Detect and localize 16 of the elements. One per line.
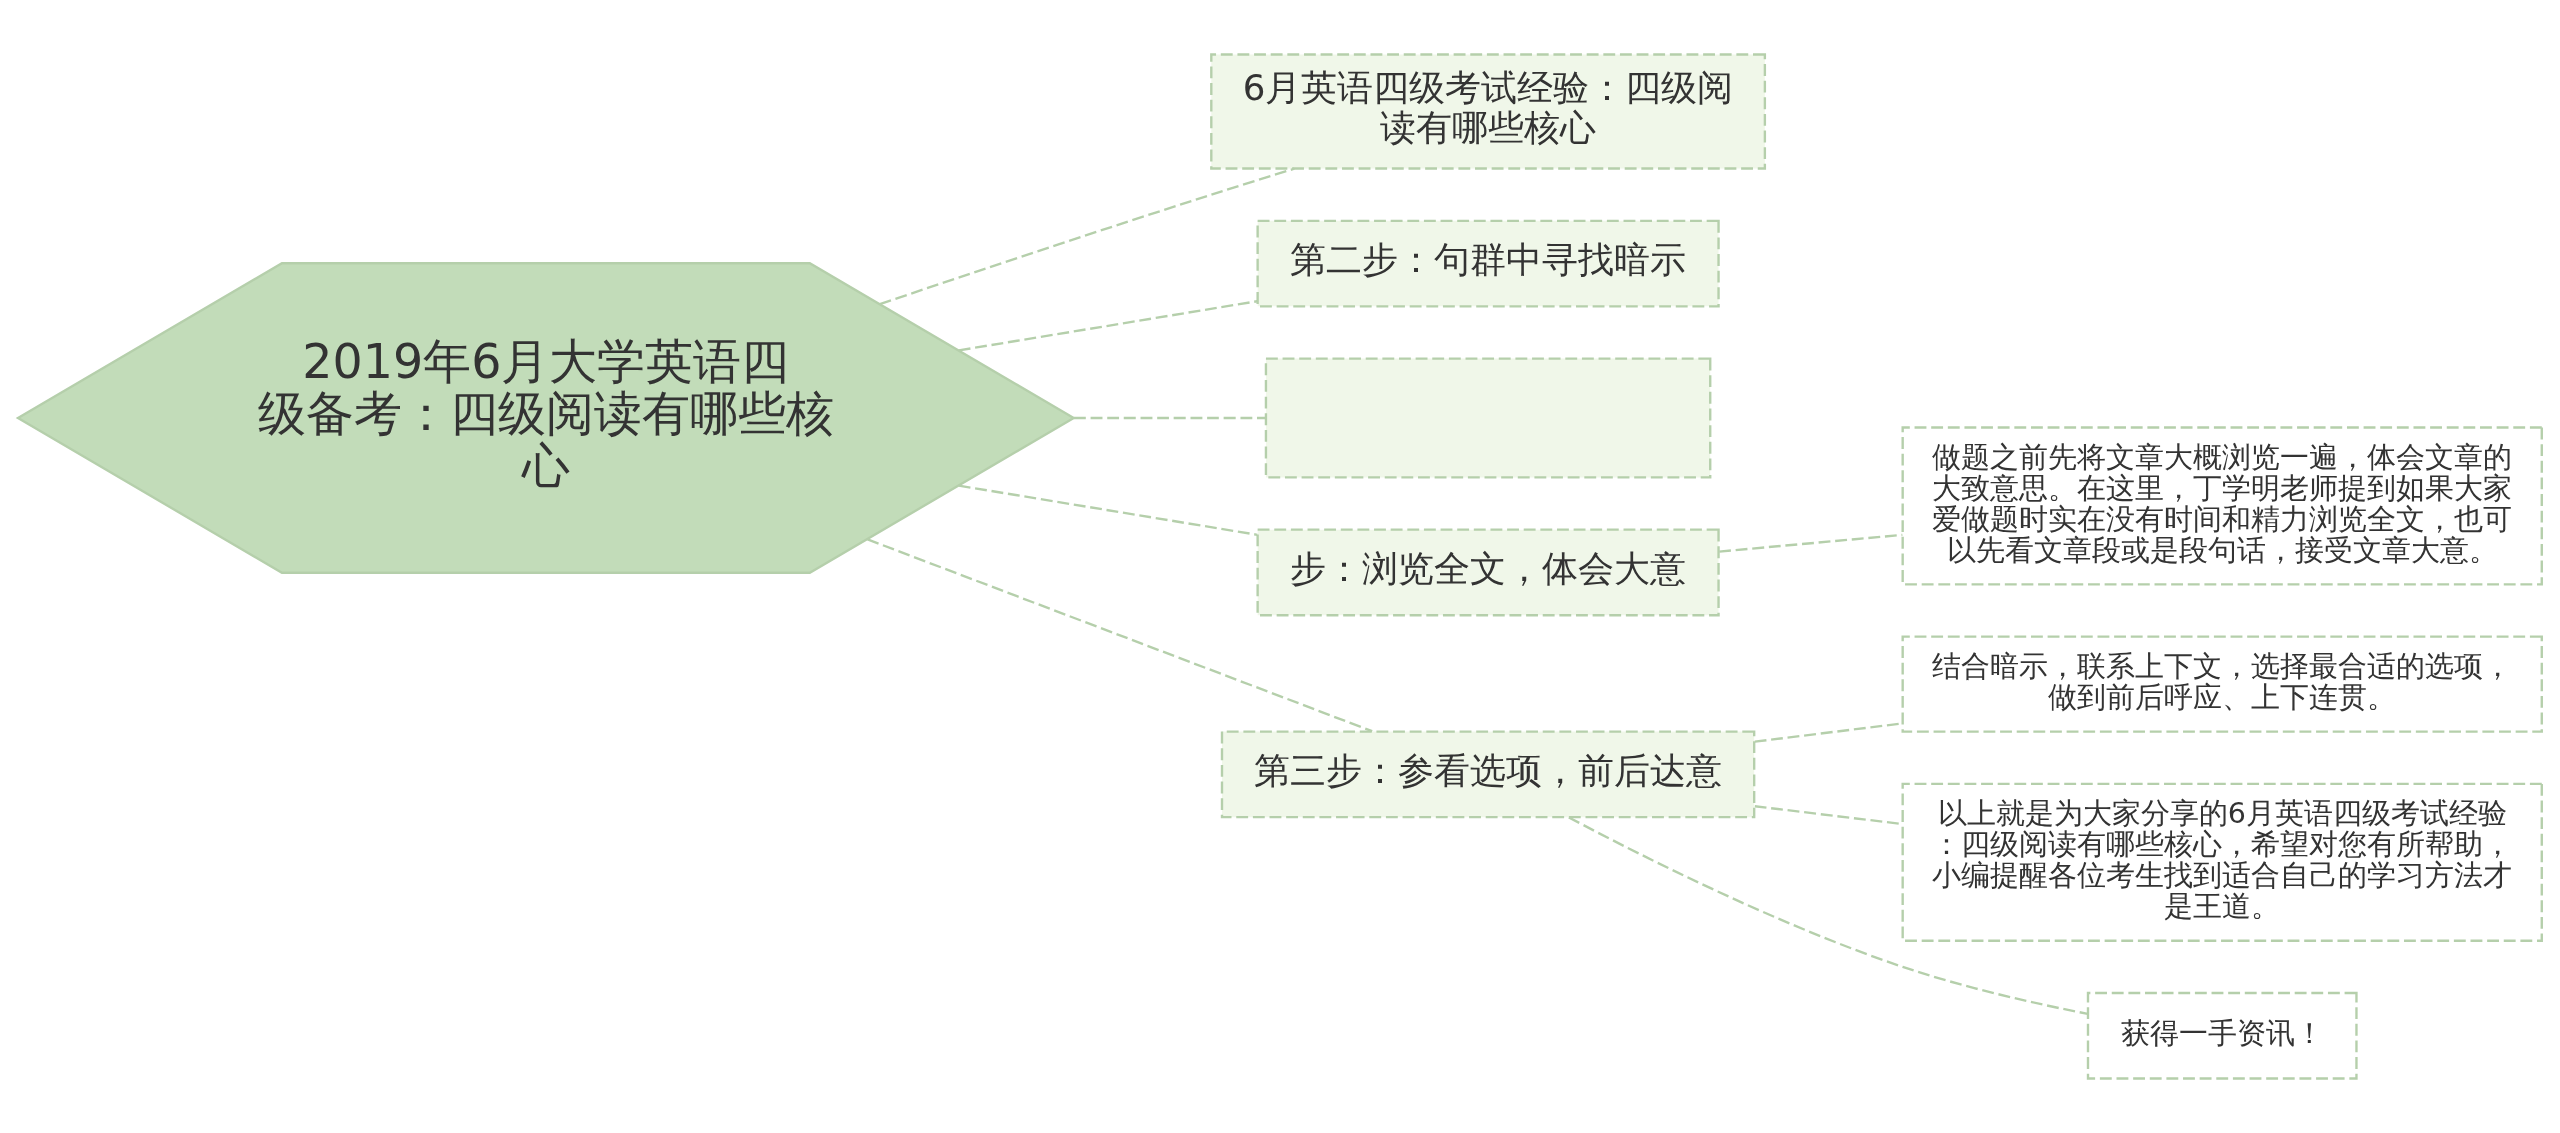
connector <box>867 538 1373 733</box>
node-box <box>1264 357 1712 479</box>
node-box: 做题之前先将文章大概浏览一遍，体会文章的大致意思。在这里，丁学明老师提到如果大家爱做题时实在没有时间和精力浏览全文，也可以先看文章段或是段句话，接受文章大意。 <box>1901 426 2543 586</box>
node-box: 第二步：句群中寻找暗示 <box>1256 219 1720 308</box>
connector <box>1073 416 1266 420</box>
connector <box>1719 533 1903 553</box>
node-box: 结合暗示，联系上下文，选择最合适的选项，做到前后呼应、上下连贯。 <box>1901 635 2543 733</box>
node-box: 步：浏览全文，体会大意 <box>1256 528 1720 617</box>
connector <box>1568 816 2088 1015</box>
node-box: 第三步：参看选项，前后达意 <box>1220 730 1756 819</box>
node-box: 以上就是为大家分享的6月英语四级考试经验：四级阅读有哪些核心，希望对您有所帮助，小编提醒各位考生找到适合自己的学习方法才是王道。 <box>1901 782 2543 942</box>
connector <box>958 300 1258 352</box>
node-box: 获得一手资讯！ <box>2086 991 2358 1080</box>
node-box: 6月英语四级考试经验：四级阅读有哪些核心 <box>1210 53 1767 170</box>
connector <box>879 167 1295 306</box>
connector <box>958 484 1258 536</box>
